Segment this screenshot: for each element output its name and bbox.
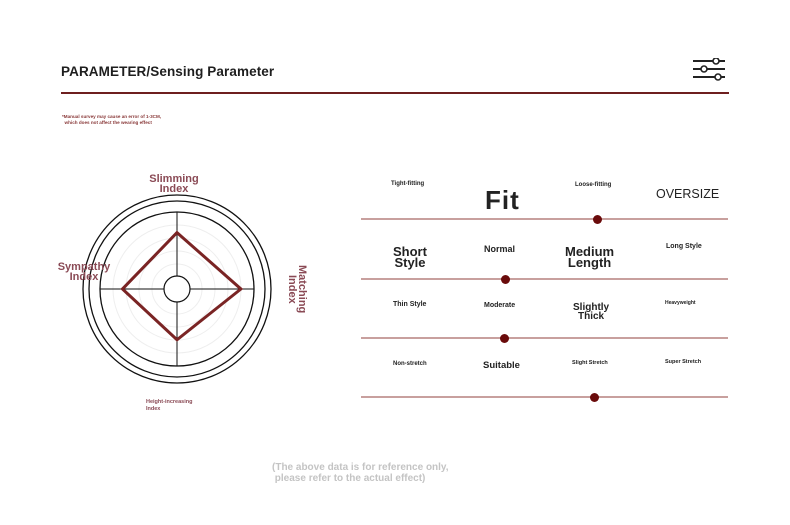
scale-stretch-track — [361, 392, 728, 402]
scale-thickness-track — [361, 333, 728, 343]
scale-fit-option-loose: Loose-fitting — [575, 182, 612, 188]
scale-stretch-option-suitable: Suitable — [483, 360, 520, 371]
scale-thickness-option-moderate: Moderate — [484, 302, 516, 309]
scale-fit-option-tight: Tight-fitting — [391, 181, 425, 187]
scale-stretch-option-none: Non-stretch — [393, 361, 427, 367]
header-divider — [61, 92, 729, 94]
scale-length-option-normal: Normal — [484, 244, 516, 254]
radar-label-matching: Matching Index — [286, 264, 308, 314]
scale-length-track — [361, 274, 728, 284]
reference-disclaimer: (The above data is for reference only, p… — [272, 462, 449, 484]
radar-label-height-increasing: Height-increasing Index — [146, 399, 193, 412]
page-title: PARAMETER/Sensing Parameter — [61, 64, 275, 79]
scale-length-option-long: Long Style — [666, 243, 702, 250]
scale-length-option-short: Short Style — [393, 244, 427, 270]
radar-label-slimming: Slimming Index — [149, 173, 199, 195]
radar-rings — [82, 194, 272, 384]
radar-value-shape — [120, 230, 244, 342]
scale-thickness-marker — [499, 333, 509, 343]
scale-thickness-option-slightly-thick: Slightly Thick — [573, 302, 610, 322]
scale-stretch-marker — [590, 392, 600, 402]
scale-length-marker — [500, 274, 510, 284]
scale-fit-track — [361, 214, 728, 224]
scale-thickness-option-heavy: Heavyweight — [665, 300, 696, 306]
measurement-note: *Manual survey may cause an error of 1-3… — [62, 114, 162, 126]
scale-thickness-option-thin: Thin Style — [393, 301, 427, 308]
scale-fit-marker — [593, 214, 603, 224]
radar-label-sympathy: Sympathy Index — [57, 261, 111, 283]
scale-length-option-medium: Medium Length — [565, 244, 615, 270]
scale-fit-option-oversize: OVERSIZE — [656, 187, 720, 201]
scale-fit-option-fit: Fit — [485, 185, 520, 215]
sliders-icon[interactable] — [692, 58, 726, 82]
radar-chart — [82, 194, 272, 384]
scale-stretch-option-slight: Slight Stretch — [572, 360, 608, 366]
scale-stretch-option-super: Super Stretch — [665, 359, 702, 365]
